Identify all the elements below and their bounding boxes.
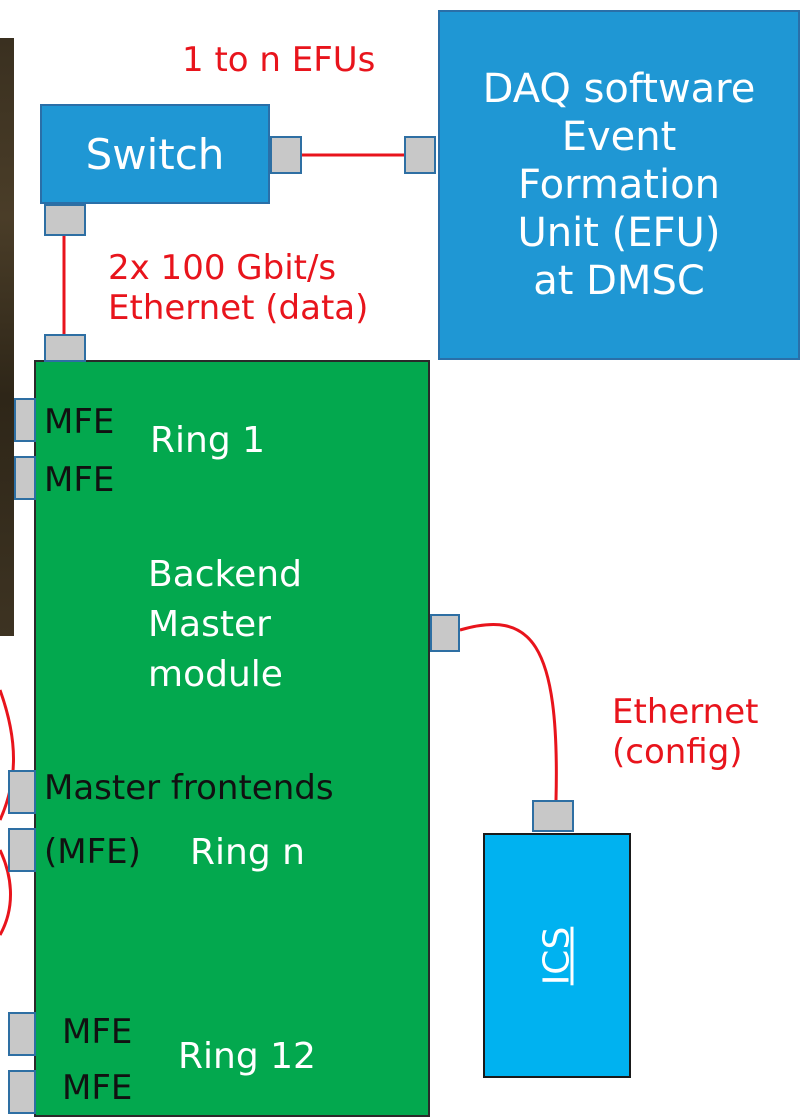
- master-ics-wire: [459, 623, 558, 801]
- ics-box: ICS: [483, 833, 631, 1078]
- ring12-port-a: [8, 1012, 36, 1056]
- switch-label: Switch: [85, 129, 225, 179]
- background-photo-edge: [0, 38, 14, 636]
- efus-count-label: 1 to n EFUs: [182, 40, 376, 80]
- ring-12-wire-arc: [0, 849, 12, 936]
- ring-1-label: Ring 1: [150, 420, 266, 461]
- ring12-port-b: [8, 1070, 36, 1114]
- ringn-port-b: [8, 828, 36, 872]
- efu-box: DAQ software Event Formation Unit (EFU) …: [438, 10, 800, 360]
- ring1-port-b: [14, 456, 36, 500]
- ics-port-top: [532, 800, 574, 832]
- config-link-label: Ethernet (config): [612, 692, 759, 772]
- efu-label: DAQ software Event Formation Unit (EFU) …: [482, 66, 756, 304]
- master-module-title: Backend Master module: [148, 554, 302, 695]
- ring1-port-a: [14, 398, 36, 442]
- ringn-port-a: [8, 770, 36, 814]
- ring-n-label: Ring n: [190, 832, 305, 873]
- switch-port-bottom: [44, 204, 86, 236]
- master-port-top: [44, 334, 86, 362]
- switch-box: Switch: [40, 104, 270, 204]
- efu-port-left: [404, 136, 436, 174]
- master-frontends-label: Master frontends: [44, 768, 334, 808]
- mfe-ring12-b: MFE: [62, 1068, 133, 1108]
- master-port-right: [430, 614, 460, 652]
- ring-n-wire-arc: [0, 689, 15, 821]
- backend-master-module: [34, 360, 430, 1117]
- mfe-ring1-a: MFE: [44, 402, 115, 442]
- mfe-ring12-a: MFE: [62, 1012, 133, 1052]
- data-link-label: 2x 100 Gbit/s Ethernet (data): [108, 248, 369, 328]
- ics-label: ICS: [536, 926, 578, 985]
- switch-port-right: [270, 136, 302, 174]
- ring-12-label: Ring 12: [178, 1036, 316, 1077]
- mfe-ring1-b: MFE: [44, 460, 115, 500]
- mfe-abbr-label: (MFE): [44, 832, 141, 872]
